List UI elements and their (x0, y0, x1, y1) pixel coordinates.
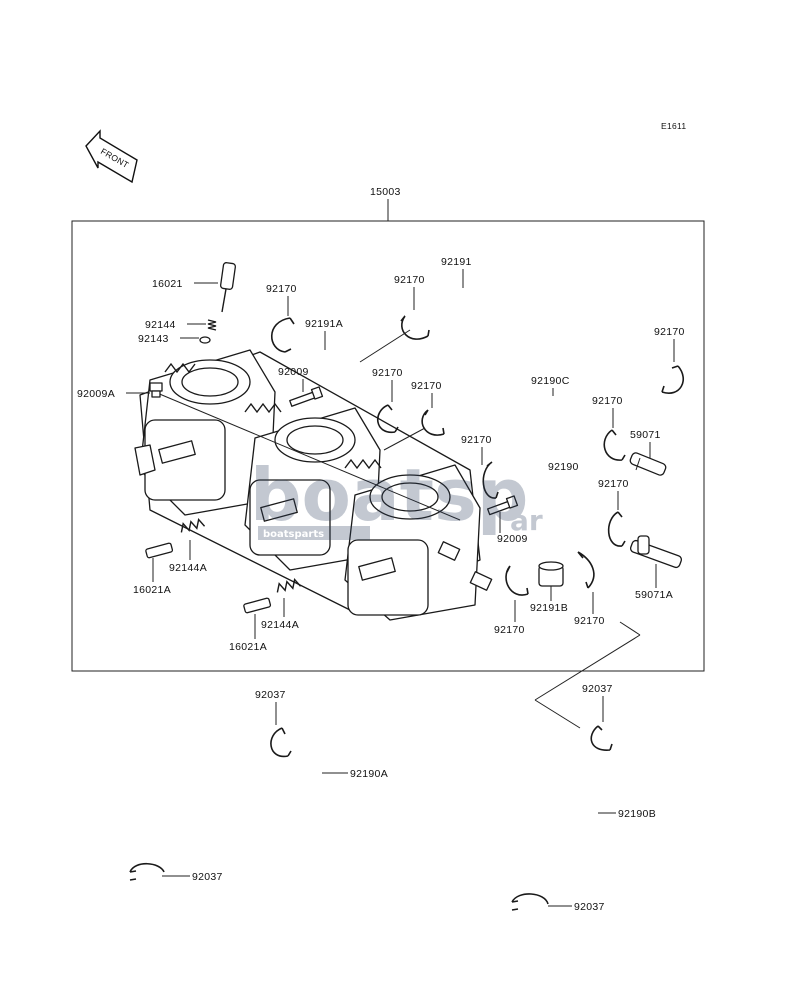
callout-92170-f: 92170 (592, 395, 623, 407)
callout-92190A: 92190A (350, 768, 388, 780)
hose-clip-h (607, 511, 626, 547)
screw-16021A-1 (145, 542, 174, 559)
hose-clip-e (421, 409, 445, 436)
callout-16021: 16021 (152, 278, 183, 290)
callout-92170-a: 92170 (266, 283, 297, 295)
watermark: boatsp ar boatsparts (250, 453, 543, 540)
hose-clip-d (377, 404, 399, 433)
hose-clip-a (271, 317, 295, 353)
callout-92190: 92190 (548, 461, 579, 473)
callout-92191A: 92191A (305, 318, 343, 330)
callout-92009-bottom: 92009 (497, 533, 528, 545)
tee-fitting-59071A (629, 535, 683, 569)
hose-clip-92037-c (590, 725, 613, 751)
callout-59071: 59071 (630, 429, 661, 441)
pointer-line-c (534, 699, 581, 729)
callout-92144: 92144 (145, 319, 176, 331)
fitting-59071 (629, 452, 667, 476)
callout-92143: 92143 (138, 333, 169, 345)
hose-clip-j (577, 551, 595, 589)
assembly-label: 15003 (370, 186, 401, 198)
callout-92009A: 92009A (77, 388, 115, 400)
watermark-brand: boatsp (250, 453, 528, 537)
callout-92170-h: 92170 (598, 478, 629, 490)
front-arrow-icon: FRONT (85, 129, 138, 184)
callout-92037-d: 92037 (574, 901, 605, 913)
callout-92170-j: 92170 (574, 615, 605, 627)
hose-clip-92037-a (270, 727, 292, 758)
callout-92191B: 92191B (530, 602, 568, 614)
hose-92190C (440, 381, 606, 438)
bolt-92009-top (289, 386, 324, 407)
diagram-code: E1611 (661, 121, 686, 131)
callout-92191: 92191 (441, 256, 472, 268)
hose-92191B (538, 561, 564, 587)
hose-clip-f (603, 429, 626, 461)
callout-92190C: 92190C (531, 375, 570, 387)
callout-92144A-2: 92144A (261, 619, 299, 631)
hose-clip-i (505, 565, 529, 596)
hose-clip-b (400, 315, 430, 340)
callout-92170-e: 92170 (411, 380, 442, 392)
callout-59071A: 59071A (635, 589, 673, 601)
assembly-box (71, 220, 705, 672)
callout-92037-a: 92037 (255, 689, 286, 701)
hose-clip-92037-b (129, 862, 165, 881)
carburetor-body-3 (344, 464, 493, 621)
pointer-line-a (619, 621, 641, 636)
callout-92170-b: 92170 (394, 274, 425, 286)
callout-16021A-1: 16021A (133, 584, 171, 596)
callout-16021A-2: 16021A (229, 641, 267, 653)
hose-92190A (140, 756, 328, 858)
callout-92170-i: 92170 (494, 624, 525, 636)
hose-clip-c (661, 365, 684, 394)
bolt-92009-bottom (486, 495, 519, 516)
bolt-92009A (149, 382, 163, 398)
spring-92144A-2 (276, 578, 302, 593)
screw-16021A-2 (243, 597, 272, 614)
callout-92009-top: 92009 (278, 366, 309, 378)
callout-92170-c: 92170 (654, 326, 685, 338)
callout-92037-c: 92037 (582, 683, 613, 695)
hose-92190B (524, 746, 646, 886)
hose-92190 (504, 472, 604, 524)
watermark-domain: ar (510, 504, 543, 537)
hose-clip-92037-d (511, 893, 549, 911)
watermark-tagline: boatsparts (263, 529, 324, 540)
hose-clip-g (482, 461, 499, 499)
callout-92144A-1: 92144A (169, 562, 207, 574)
adjust-screw-16021 (199, 262, 237, 344)
hose-92191A (293, 335, 381, 407)
hose-92191 (429, 283, 656, 374)
callout-92190B: 92190B (618, 808, 656, 820)
callout-92037-b: 92037 (192, 871, 223, 883)
spring-92144A-1 (180, 518, 206, 533)
pointer-line-b (534, 634, 641, 701)
carburetor-assembly (134, 349, 493, 621)
callout-92170-g: 92170 (461, 434, 492, 446)
callout-92170-d: 92170 (372, 367, 403, 379)
